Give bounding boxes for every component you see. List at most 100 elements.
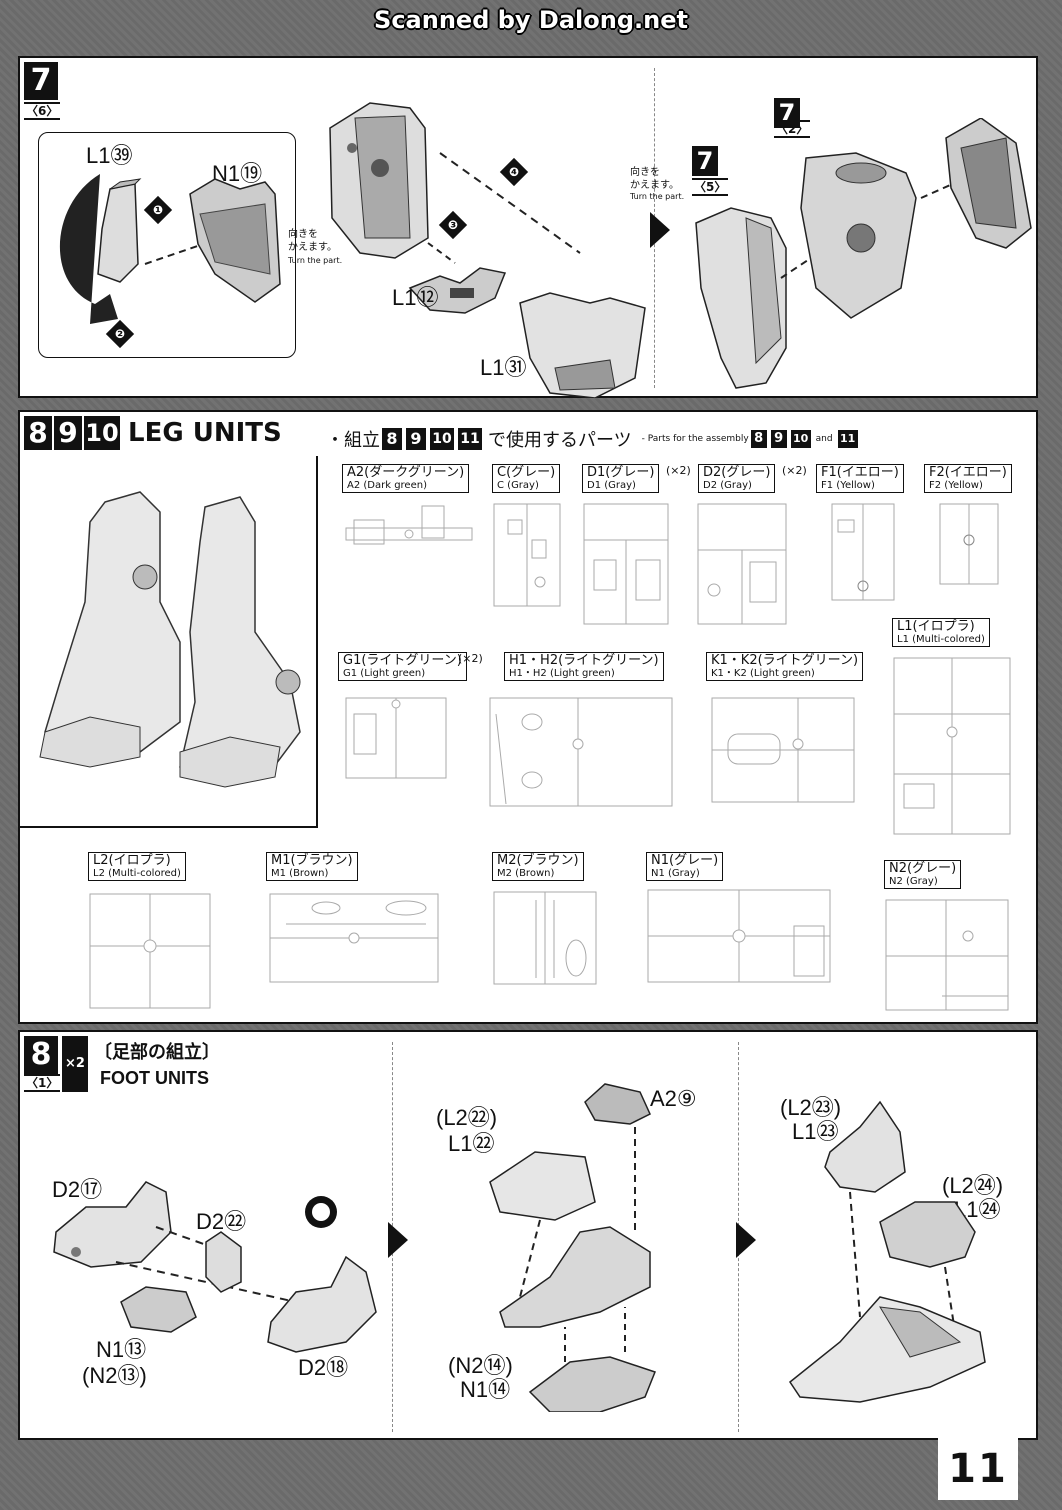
usage-en: - Parts for the assembly — [641, 434, 749, 444]
foot-substep1-drawing — [53, 1181, 377, 1353]
label-l1-12: L1⑫ — [392, 285, 439, 310]
part-n1-jp: N1(グレー) — [651, 853, 719, 868]
step8-number: 8 — [24, 1036, 58, 1074]
page-number: 11 — [938, 1438, 1018, 1500]
arrow-marker-3: ❸ — [438, 210, 468, 240]
sprue-h1h2 — [489, 697, 673, 807]
part-g1-en: G1 (Light green) — [343, 668, 426, 679]
flow-arrow-2 — [388, 1222, 408, 1258]
watermark: Scanned by Dalong.net — [374, 6, 688, 34]
part-d1-mult: (×2) — [666, 464, 691, 477]
part-card-k1k2: K1・K2(ライトグリーン)K1・K2 (Light green) — [706, 652, 864, 681]
part-n1-14 — [528, 1356, 656, 1412]
flow-arrow-1 — [650, 212, 670, 248]
foot-assembly-2 — [499, 1226, 651, 1328]
label-l1-22: L1㉒ — [448, 1131, 495, 1156]
part-f1-jp: F1(イエロー) — [821, 465, 899, 480]
part-l1-39 — [97, 178, 142, 283]
label-l2-22: (L2㉒) — [436, 1105, 498, 1130]
part-d2-18 — [267, 1255, 377, 1353]
ref-substep-2: 〈2〉 — [774, 120, 811, 138]
part-l2-jp: L2(イロプラ) — [93, 853, 171, 868]
label-n1-13: N1⑬ — [96, 1337, 147, 1362]
part-m2-jp: M2(ブラウン) — [497, 853, 579, 868]
usage-step-9: 9 — [406, 428, 426, 450]
part-leg-block — [695, 207, 787, 389]
part-torso-block — [329, 102, 429, 259]
part-l1-en: L1 (Multi-colored) — [897, 634, 985, 645]
part-l1-31 — [519, 292, 646, 398]
step8-title-jp: 〔足部の組立〕 — [94, 1042, 220, 1063]
part-card-d2: D2(グレー)D2 (Gray) (×2) — [698, 464, 807, 493]
usage-en-and: and — [815, 434, 833, 444]
label-n2-13: (N2⑬) — [82, 1363, 147, 1388]
part-c-jp: C(グレー) — [497, 465, 556, 480]
part-card-l2: L2(イロプラ)L2 (Multi-colored) — [88, 852, 186, 881]
step7-panel: 7 〈6〉 L1㊴ N1⑲ ❶ ❷ 向きを かえます。 Turn the par… — [18, 56, 1038, 398]
step7-number: 7 — [24, 62, 58, 100]
part-card-n2: N2(グレー)N2 (Gray) — [884, 860, 962, 889]
part-d2-jp: D2(グレー) — [703, 465, 771, 480]
part-n2-jp: N2(グレー) — [889, 861, 957, 876]
part-d2-17 — [53, 1181, 172, 1268]
step-10-badge: 10 — [84, 416, 120, 450]
part-card-a2: A2(ダークグリーン)A2 (Dark green) — [342, 464, 470, 493]
sprue-d1 — [583, 503, 669, 625]
sprue-c — [493, 503, 561, 607]
part-d2-mult: (×2) — [782, 464, 807, 477]
label-d2-18: D2⑱ — [298, 1355, 349, 1380]
label-l1-39: L1㊴ — [86, 143, 133, 168]
part-f1-en: F1 (Yellow) — [821, 480, 875, 491]
label-n2-14: (N2⑭) — [448, 1353, 513, 1378]
usage-step-11: 11 — [458, 428, 482, 450]
part-l2-en: L2 (Multi-colored) — [93, 868, 181, 879]
sprue-f2 — [939, 503, 999, 585]
part-d2-en: D2 (Gray) — [703, 480, 752, 491]
leg-units-panel: 8 9 10 LEG UNITS ・組立 8 9 10 11 で使用するパーツ … — [18, 410, 1038, 1024]
usage-step-8: 8 — [382, 428, 402, 450]
part-k1k2-jp: K1・K2(ライトグリーン) — [711, 653, 859, 668]
step7-inset-drawing — [59, 174, 281, 324]
sprue-f1 — [831, 503, 895, 601]
part-card-f1: F1(イエロー)F1 (Yellow) — [816, 464, 904, 493]
part-armor-plate — [945, 118, 1032, 249]
sprue-m1 — [269, 893, 439, 983]
part-n1-en: N1 (Gray) — [651, 868, 700, 879]
step8-panel: 8 〈1〉 ×2 〔足部の組立〕 FOOT UNITS D2⑰ D2㉒ D2⑱ … — [18, 1030, 1038, 1440]
arrow-marker-2: ❷ — [105, 319, 135, 349]
part-m2-en: M2 (Brown) — [497, 868, 555, 879]
label-a2-9: A2⑨ — [650, 1086, 697, 1111]
rotate-arrow — [59, 174, 118, 324]
part-card-c: C(グレー)C (Gray) — [492, 464, 561, 493]
part-m1-en: M1 (Brown) — [271, 868, 329, 879]
usage-suffix: で使用するパーツ — [488, 430, 632, 451]
part-waist-assembly — [800, 152, 917, 319]
step8-title-en: FOOT UNITS — [100, 1068, 209, 1088]
label-l2-23: (L2㉓) — [780, 1095, 842, 1120]
part-m1-jp: M1(ブラウン) — [271, 853, 353, 868]
arrow-marker-1: ❶ — [143, 195, 173, 225]
label-n1-14: N1⑭ — [460, 1377, 511, 1402]
sprue-n1 — [647, 889, 831, 983]
sprue-l2 — [89, 893, 211, 1009]
step7-main-drawing — [329, 102, 646, 398]
usage-en-10: 10 — [790, 430, 811, 448]
sprue-m2 — [493, 891, 597, 985]
label-l1-23: L1㉓ — [792, 1119, 839, 1144]
ref-substep-5: 〈5〉 — [692, 178, 729, 196]
turn-note-2-en: Turn the part. — [630, 192, 685, 201]
label-l2-24: (L2㉔) — [942, 1173, 1004, 1198]
right-leg-illustration — [179, 496, 301, 788]
sprue-d2 — [697, 503, 787, 625]
turn-note-1-jp: 向きを かえます。 — [288, 229, 337, 253]
label-l1-31: L1㉛ — [480, 355, 527, 380]
part-k1k2-en: K1・K2 (Light green) — [711, 668, 815, 679]
left-leg-illustration — [39, 491, 181, 768]
part-g1-mult: (×2) — [458, 652, 483, 665]
leg-units-preview — [39, 491, 301, 788]
step7-inset — [38, 132, 296, 358]
sprue-n2 — [885, 899, 1009, 1011]
part-a2-jp: A2(ダークグリーン) — [347, 465, 465, 480]
part-l1-24 — [879, 1201, 976, 1268]
foot-complete — [788, 1296, 986, 1403]
